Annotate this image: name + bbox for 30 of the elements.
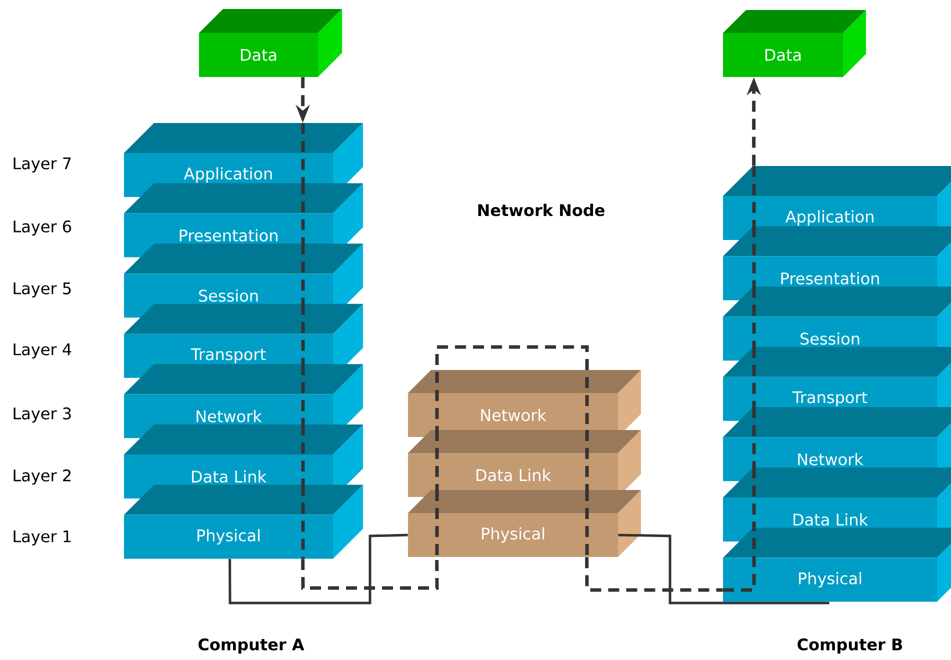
node-label: Data Link [476, 468, 551, 482]
data-block: Data [199, 8, 342, 77]
data-block: Data [723, 10, 866, 77]
layer-label: Layer 5 [14, 282, 71, 298]
layer-label: Layer 2 [14, 469, 70, 485]
layer-block: Physical [408, 490, 641, 557]
layer-label: Layer 6 [14, 220, 72, 236]
layer-label: Layer 4 [14, 343, 72, 358]
node-label: Data Link [192, 470, 266, 483]
cable-line [228, 534, 408, 604]
layer-block: Physical [723, 528, 951, 602]
node-label: Session [800, 332, 860, 345]
node-label: Transport [190, 348, 266, 364]
heading: Computer A [198, 638, 304, 654]
layer-block: Physical [124, 484, 363, 559]
node-label: Network [196, 410, 262, 422]
layer-label: Layer 1 [14, 530, 71, 546]
node-label: Data Link [794, 513, 868, 526]
cable-line [618, 534, 830, 604]
node-label: Physical [482, 527, 544, 543]
heading: Network Node [478, 204, 604, 216]
node-label: Transport [792, 391, 868, 406]
node-label: Network [798, 452, 864, 466]
layer-label: Layer 3 [14, 407, 71, 423]
node-label: Presentation [180, 229, 278, 242]
node-label: Physical [799, 572, 862, 588]
node-label: Presentation [781, 272, 879, 284]
layer-label: Layer 7 [14, 157, 71, 172]
heading: Computer B [798, 638, 902, 654]
node-label: Session [199, 289, 258, 302]
